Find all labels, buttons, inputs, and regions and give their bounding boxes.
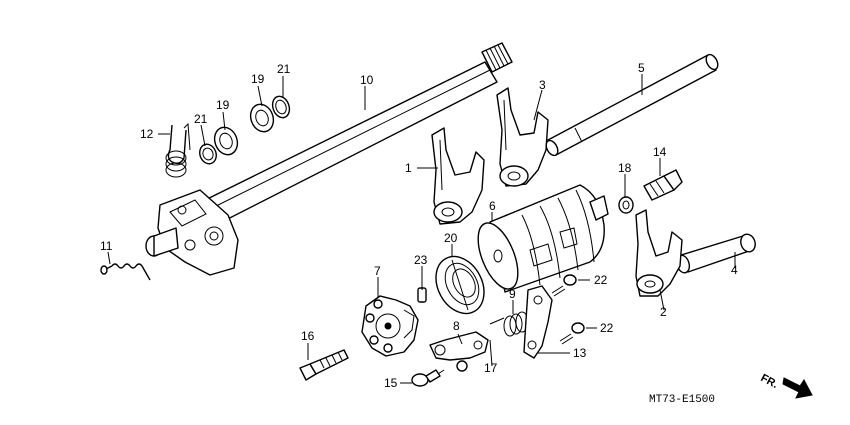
- callout-22-upper: 22: [594, 273, 608, 287]
- callout-4: 4: [731, 263, 738, 277]
- small-spring-part: [100, 263, 151, 281]
- callout-5: 5: [638, 61, 645, 75]
- callout-1: 1: [405, 161, 412, 175]
- bolt-22-upper-part: [551, 274, 577, 297]
- circlip-21-upper-part: [271, 95, 291, 119]
- callout-22-lower: 22: [600, 321, 614, 335]
- drawing-code: MT73-E1500: [649, 394, 715, 406]
- callout-8: 8: [453, 319, 460, 333]
- callout-21-lower: 21: [194, 112, 208, 126]
- bolt-15-part: [411, 369, 445, 387]
- callout-17: 17: [484, 361, 498, 375]
- o-ring-part: [618, 196, 634, 214]
- bolt-22-lower-part: [559, 322, 585, 345]
- stopper-arm-part: [429, 331, 489, 372]
- front-direction-label: FR.: [759, 372, 780, 391]
- callout-21-upper: 21: [277, 62, 291, 76]
- callout-23: 23: [414, 253, 428, 267]
- dowel-pin-part: [417, 287, 427, 303]
- callout-9: 9: [509, 287, 516, 301]
- callout-20: 20: [444, 231, 458, 245]
- leader-lines: [107, 74, 736, 384]
- callout-14: 14: [653, 145, 667, 159]
- shift-fork-1-part: [431, 127, 485, 225]
- callout-13: 13: [573, 346, 587, 360]
- bearing-part: [435, 255, 485, 315]
- stopper-spring-part: [489, 311, 529, 337]
- drum-center-part: [361, 295, 419, 357]
- neutral-switch-part: [643, 169, 683, 201]
- callout-15: 15: [384, 376, 398, 390]
- washer-19-upper-part: [249, 103, 275, 133]
- washer-19-lower-part: [213, 126, 239, 156]
- callout-2: 2: [660, 305, 667, 319]
- shift-drum-part: [477, 184, 609, 293]
- shift-spindle-part: [145, 42, 513, 276]
- return-spring-part: [165, 122, 191, 178]
- front-arrow-icon: [782, 377, 813, 399]
- callout-16: 16: [301, 329, 315, 343]
- bolt-16-part: [299, 349, 349, 381]
- callout-11: 11: [100, 239, 113, 253]
- callout-10: 10: [360, 73, 374, 87]
- callout-19-lower: 19: [216, 98, 230, 112]
- fork-shaft-upper-part: [545, 53, 719, 157]
- callout-7: 7: [374, 264, 381, 278]
- callout-12: 12: [140, 127, 154, 141]
- stopper-plate-part: [523, 285, 553, 359]
- callout-19-upper: 19: [251, 72, 265, 86]
- callout-18: 18: [618, 161, 632, 175]
- shift-fork-3-part: [496, 87, 549, 187]
- callout-6: 6: [489, 199, 496, 213]
- callout-labels: 10 21 19 12 21 19 3 5 1 6 18 14 11 20 23…: [100, 61, 738, 390]
- shift-fork-2-part: [635, 209, 683, 297]
- fork-shaft-lower-part: [675, 233, 756, 274]
- callout-3: 3: [539, 78, 546, 92]
- front-direction-indicator: FR.: [759, 372, 813, 399]
